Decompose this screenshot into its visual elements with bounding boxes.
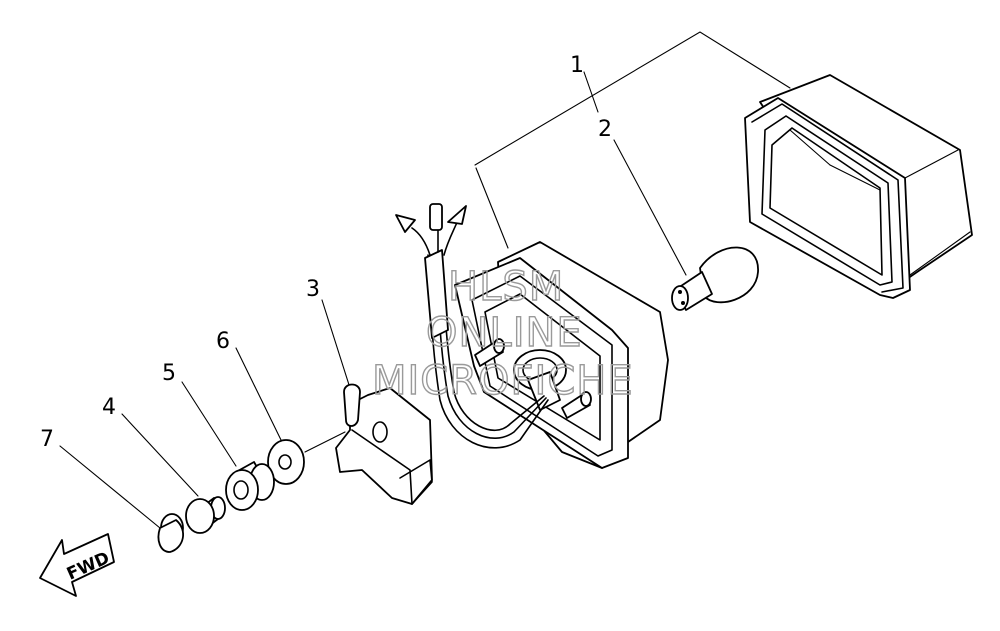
leader-3 xyxy=(321,299,351,389)
callout-5: 5 xyxy=(162,361,176,386)
cap-nut xyxy=(157,513,184,553)
leader-7 xyxy=(59,445,161,529)
callout-1: 1 xyxy=(570,53,584,78)
leader-5 xyxy=(181,381,237,467)
leader-6 xyxy=(235,347,283,443)
leader-2 xyxy=(613,139,687,276)
callout-2: 2 xyxy=(598,117,612,142)
callout-3: 3 xyxy=(306,277,320,302)
fwd-arrow: FWD xyxy=(39,533,115,597)
callout-numbers: 1 2 3 6 5 4 7 xyxy=(40,53,612,452)
leader-1-bracket xyxy=(474,31,791,166)
watermark-line-3: MICROFICHE xyxy=(372,358,634,404)
callout-6: 6 xyxy=(216,329,230,354)
collar xyxy=(185,496,226,534)
leader-1-stem xyxy=(475,167,509,249)
watermark: HLSM ONLINE MICROFICHE xyxy=(371,263,634,404)
leader-lines xyxy=(59,31,791,529)
lens-cover xyxy=(744,74,973,299)
callout-4: 4 xyxy=(102,395,116,420)
bulb xyxy=(671,246,759,311)
watermark-line-2: ONLINE xyxy=(426,310,583,356)
washer xyxy=(267,439,305,485)
assembly-axis xyxy=(304,431,346,453)
grommet xyxy=(225,461,275,511)
callout-7: 7 xyxy=(40,427,54,452)
mount-bracket xyxy=(335,383,433,505)
leader-1-tick xyxy=(583,71,599,113)
wire-harness xyxy=(395,203,549,449)
watermark-line-1: HLSM xyxy=(448,264,564,310)
leader-4 xyxy=(121,413,199,497)
